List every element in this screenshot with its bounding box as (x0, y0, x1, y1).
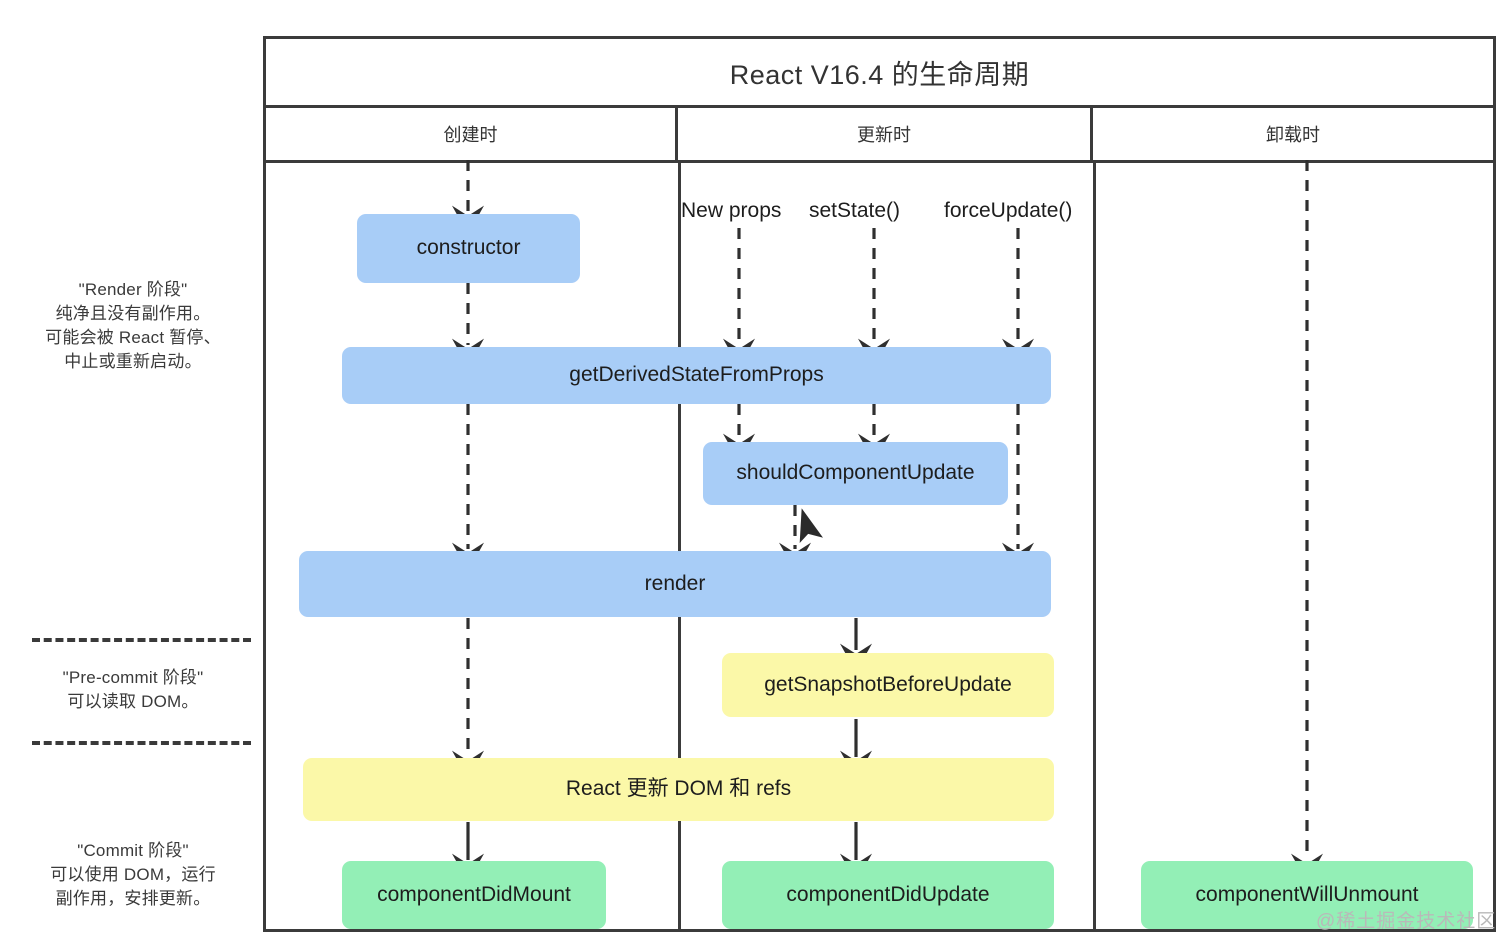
phase-note-line: 可以读取 DOM。 (67, 692, 199, 712)
lifecycle-box-component-did-mount[interactable]: componentDidMount (342, 861, 606, 929)
lifecycle-box-get-snapshot-before-update[interactable]: getSnapshotBeforeUpdate (722, 653, 1054, 717)
column-header-unmount: 卸载时 (1093, 108, 1493, 160)
column-header-update: 更新时 (678, 108, 1093, 160)
phase-note-line: 中止或重新启动。 (64, 352, 202, 372)
watermark-label: @稀土掘金技术社区 (1316, 911, 1497, 932)
lifecycle-box-constructor[interactable]: constructor (357, 214, 580, 283)
trigger-label-force-update: forceUpdate() (944, 199, 1073, 222)
phase-note-line: "Commit 阶段" (77, 841, 189, 860)
lifecycle-box-should-component-update[interactable]: shouldComponentUpdate (703, 442, 1008, 505)
phase-note-line: "Pre-commit 阶段" (62, 668, 204, 687)
lifecycle-box-component-did-update[interactable]: componentDidUpdate (722, 861, 1054, 929)
column-divider-mount-update (678, 163, 681, 932)
column-header-label: 卸载时 (1266, 125, 1320, 145)
phase-divider-bottom (32, 741, 251, 745)
phase-note-line: "Render 阶段" (78, 280, 188, 299)
column-header-mount: 创建时 (266, 108, 678, 160)
trigger-label-set-state: setState() (809, 199, 901, 222)
lifecycle-box-get-derived-state-from-props[interactable]: getDerivedStateFromProps (342, 347, 1051, 404)
phase-note-line: 副作用，安排更新。 (55, 889, 211, 909)
diagram-title-row: React V16.4 的生命周期 (266, 39, 1493, 108)
lifecycle-box-render[interactable]: render (299, 551, 1051, 617)
column-header-row: 创建时 更新时 卸载时 (266, 108, 1493, 163)
column-header-label: 创建时 (443, 125, 498, 145)
phase-note-line: 可能会被 React 暂停、 (45, 328, 221, 348)
phase-divider-top (32, 638, 251, 642)
lifecycle-box-component-will-unmount[interactable]: componentWillUnmount (1141, 861, 1473, 929)
column-divider-update-unmount (1093, 163, 1096, 932)
column-header-label: 更新时 (857, 125, 911, 145)
phase-note-line: 可以使用 DOM，运行 (50, 865, 216, 885)
trigger-label-new-props: New props (681, 199, 782, 222)
diagram-title: React V16.4 的生命周期 (729, 59, 1030, 90)
phase-note-render: "Render 阶段" 纯净且没有副作用。 可能会被 React 暂停、 中止或… (16, 278, 250, 375)
phase-note-line: 纯净且没有副作用。 (55, 304, 211, 324)
lifecycle-box-react-updates-dom[interactable]: React 更新 DOM 和 refs (303, 758, 1054, 821)
phase-note-pre-commit: "Pre-commit 阶段" 可以读取 DOM。 (16, 666, 250, 714)
phase-note-commit: "Commit 阶段" 可以使用 DOM，运行 副作用，安排更新。 (16, 839, 250, 911)
